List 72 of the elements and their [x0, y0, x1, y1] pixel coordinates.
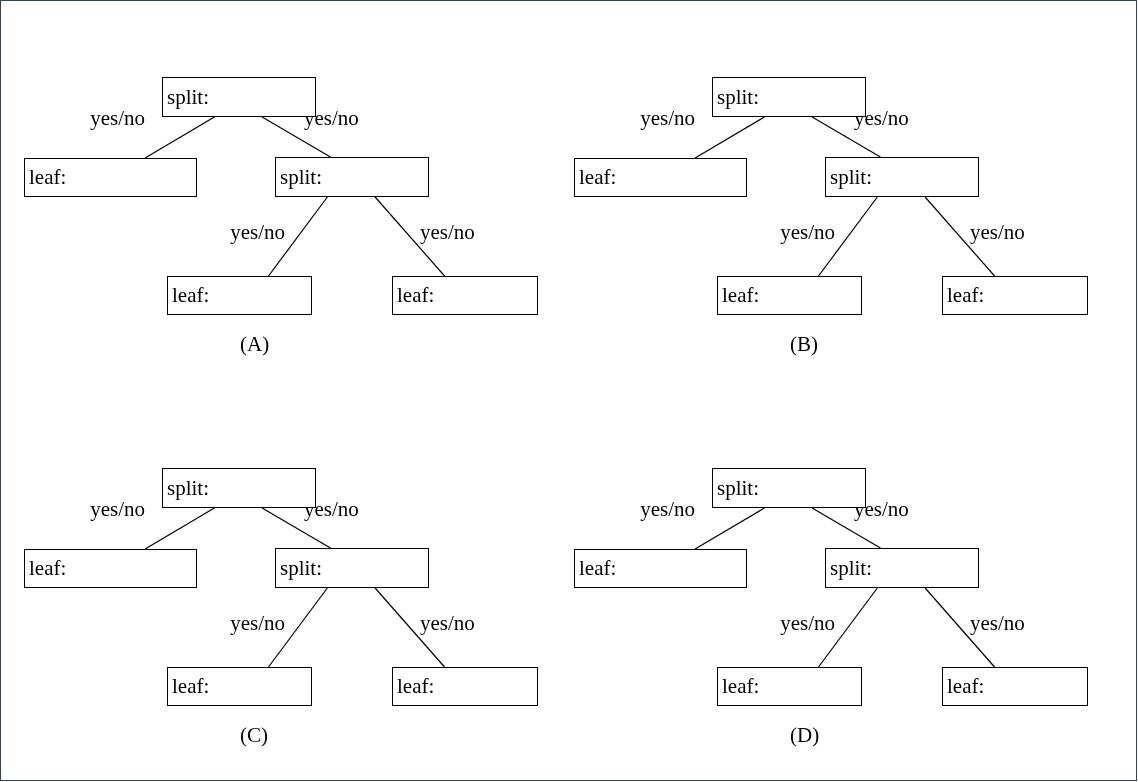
tree-node-box	[717, 667, 862, 706]
node-text: split:	[717, 86, 759, 108]
tree-node-box	[717, 276, 862, 315]
node-text: leaf:	[579, 558, 617, 579]
connector-line	[694, 507, 765, 550]
node-text: leaf:	[722, 676, 760, 697]
node-text: leaf:	[172, 285, 210, 306]
connector-line	[261, 507, 332, 549]
connector-line	[374, 196, 446, 277]
connector-line	[261, 116, 332, 158]
node-text: leaf:	[29, 558, 67, 579]
edge-label: yes/no	[90, 108, 145, 129]
edge-label: yes/no	[640, 108, 695, 129]
node-text: leaf:	[397, 285, 435, 306]
edge-label: yes/no	[304, 108, 359, 129]
connector-line	[144, 507, 215, 550]
connector-line	[817, 587, 878, 668]
node-text: split:	[830, 166, 872, 188]
connector-line	[924, 196, 996, 277]
tree-node-box	[392, 276, 538, 315]
subfigure-caption: (B)	[790, 334, 818, 355]
edge-label: yes/no	[780, 222, 835, 243]
connector-line	[267, 587, 328, 668]
subfigure-caption: (D)	[790, 725, 820, 746]
node-text: leaf:	[172, 676, 210, 697]
node-text: split:	[167, 86, 209, 108]
edge-label: yes/no	[970, 613, 1025, 634]
tree-node-box	[392, 667, 538, 706]
tree-node-box	[275, 548, 429, 588]
tree-node-box	[574, 158, 747, 197]
node-text: leaf:	[947, 285, 985, 306]
edge-label: yes/no	[970, 222, 1025, 243]
tree-node-box	[275, 157, 429, 197]
node-text: split:	[830, 557, 872, 579]
node-text: split:	[167, 477, 209, 499]
edge-label: yes/no	[304, 499, 359, 520]
tree-node-box	[167, 667, 312, 706]
edge-label: yes/no	[640, 499, 695, 520]
connector-line	[144, 116, 215, 159]
edge-label: yes/no	[90, 499, 145, 520]
node-text: split:	[280, 166, 322, 188]
node-text: leaf:	[29, 167, 67, 188]
edge-label: yes/no	[854, 499, 909, 520]
tree-node-box	[825, 548, 979, 588]
connector-line	[817, 196, 878, 277]
tree-node-box	[24, 549, 197, 588]
edge-label: yes/no	[420, 222, 475, 243]
node-text: split:	[717, 477, 759, 499]
node-text: leaf:	[579, 167, 617, 188]
node-text: split:	[280, 557, 322, 579]
edge-label: yes/no	[230, 613, 285, 634]
edge-label: yes/no	[420, 613, 475, 634]
connector-line	[811, 507, 882, 549]
connector-line	[694, 116, 765, 159]
tree-node-box	[24, 158, 197, 197]
node-text: leaf:	[722, 285, 760, 306]
edge-label: yes/no	[230, 222, 285, 243]
tree-node-box	[825, 157, 979, 197]
tree-node-box	[942, 667, 1088, 706]
subfigure-caption: (A)	[240, 334, 270, 355]
tree-node-box	[574, 549, 747, 588]
tree-node-box	[942, 276, 1088, 315]
connector-line	[811, 116, 882, 158]
node-text: leaf:	[397, 676, 435, 697]
node-text: leaf:	[947, 676, 985, 697]
connector-line	[267, 196, 328, 277]
edge-label: yes/no	[780, 613, 835, 634]
connector-line	[924, 587, 996, 668]
connector-line	[374, 587, 446, 668]
tree-node-box	[167, 276, 312, 315]
edge-label: yes/no	[854, 108, 909, 129]
subfigure-caption: (C)	[240, 725, 268, 746]
